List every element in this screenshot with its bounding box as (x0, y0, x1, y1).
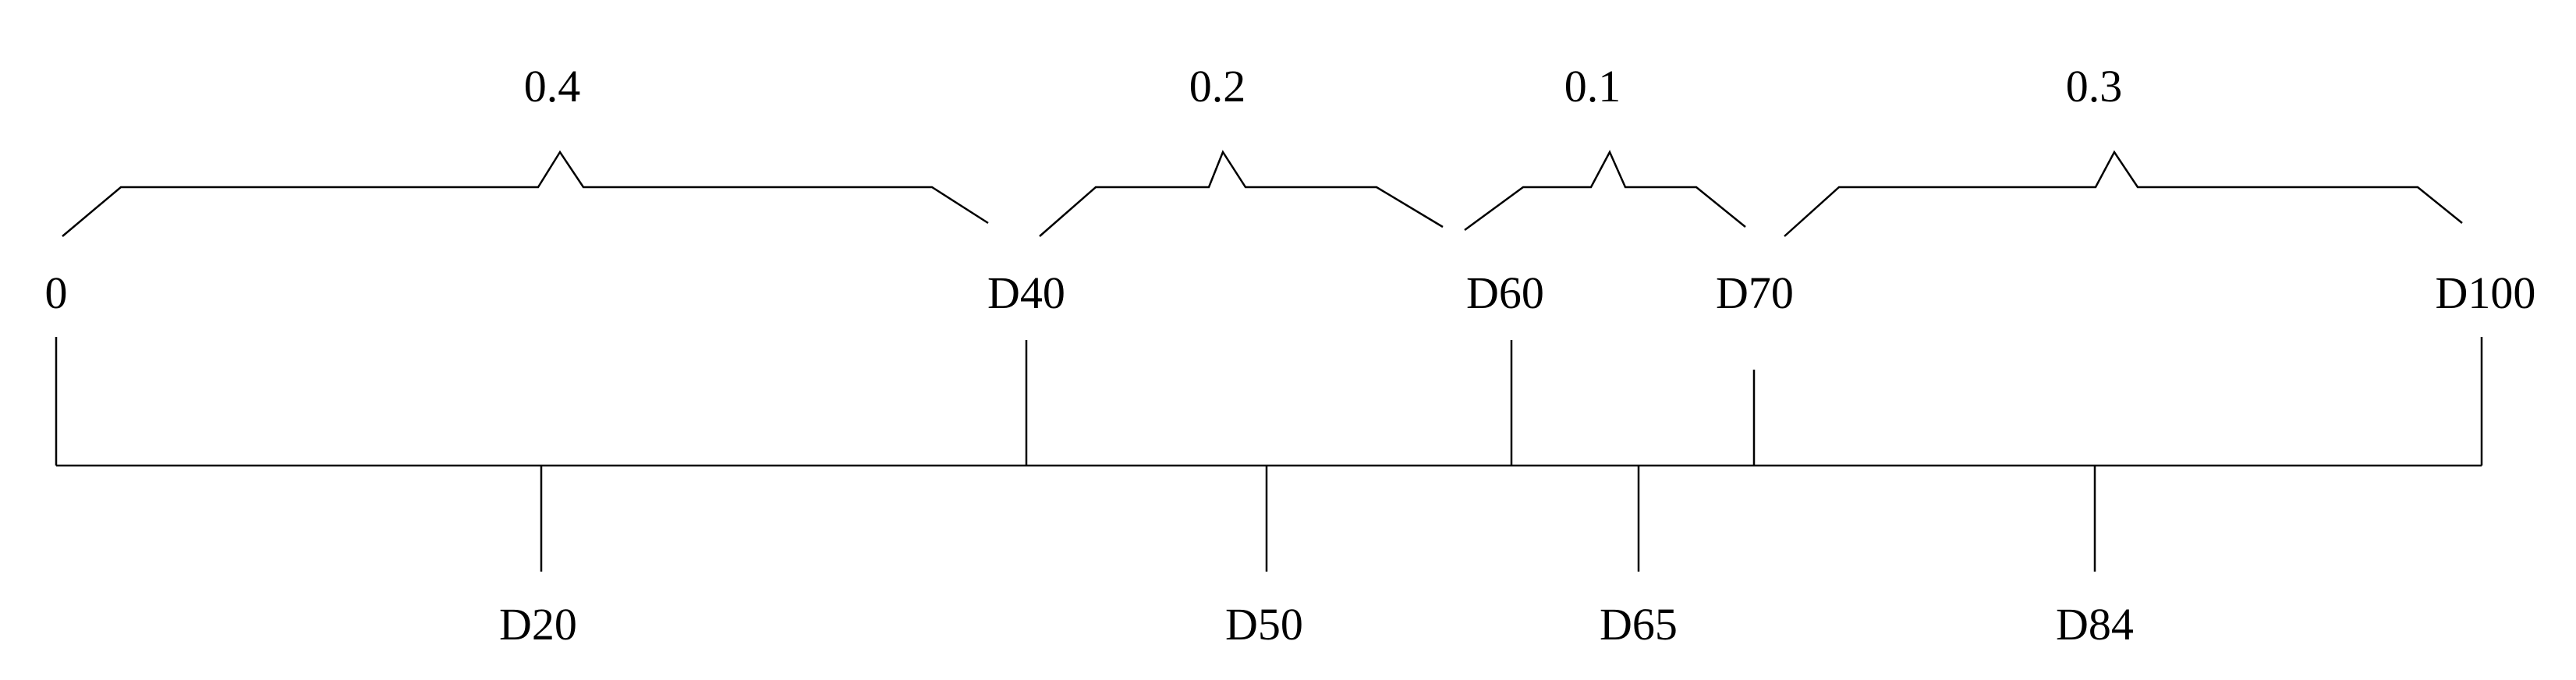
brace-d70-d100 (1784, 150, 2463, 237)
marker-label-d60: D60 (1466, 267, 1544, 318)
interval-label-d40-d60: 0.2 (1189, 61, 1246, 112)
marker-label-d40: D40 (987, 267, 1065, 318)
marker-label-d100: D100 (2436, 267, 2536, 318)
interval-label-d60-d70: 0.1 (1564, 61, 1621, 112)
brace-d60-d70 (1464, 150, 1746, 232)
brace-d40-d60 (1039, 150, 1444, 237)
marker-label-d20: D20 (499, 599, 577, 650)
marker-label-d65: D65 (1600, 599, 1678, 650)
marker-label-d50: D50 (1225, 599, 1303, 650)
brace-0-d40 (62, 150, 989, 237)
interval-label-0-d40: 0.4 (524, 61, 581, 112)
interval-label-d70-d100: 0.3 (2066, 61, 2123, 112)
marker-label-0: 0 (45, 267, 68, 318)
marker-label-d70: D70 (1716, 267, 1794, 318)
marker-label-d84: D84 (2056, 599, 2134, 650)
